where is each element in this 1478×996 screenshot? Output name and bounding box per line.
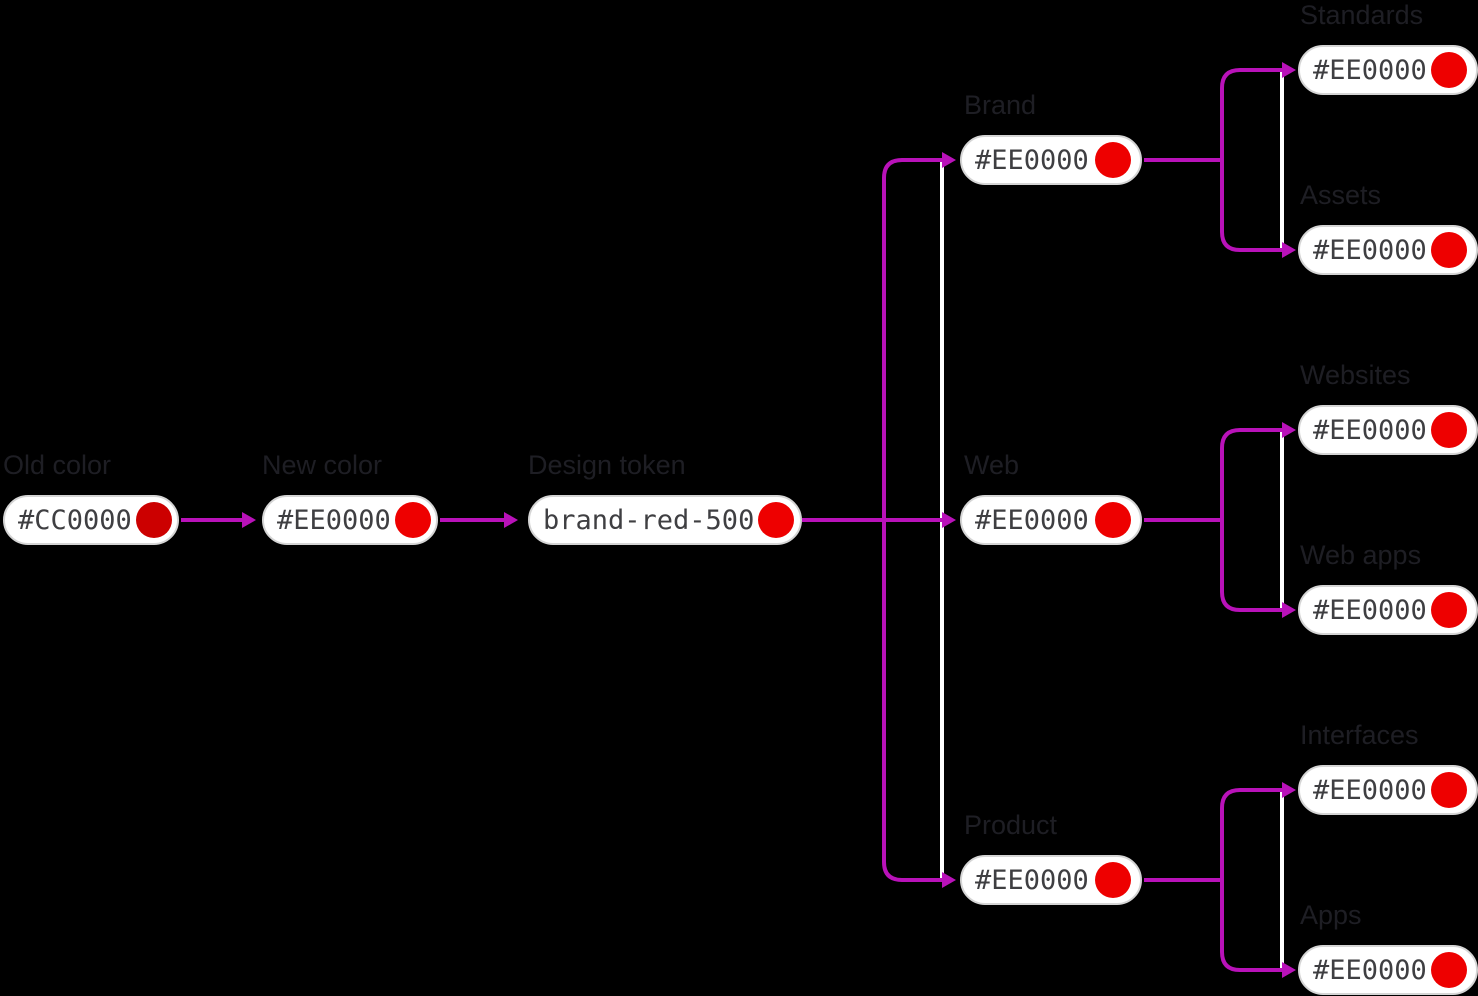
web-apps-color-value: #EE0000 — [1313, 594, 1427, 626]
web-color-value: #EE0000 — [975, 504, 1089, 536]
pill-design-token: brand-red-500 — [528, 495, 802, 545]
node-label-assets: Assets — [1300, 180, 1382, 210]
brand-color-value: #EE0000 — [975, 144, 1089, 176]
product-color-value: #EE0000 — [975, 864, 1089, 896]
design-token-value: brand-red-500 — [543, 504, 755, 536]
design-token-swatch-dot — [758, 502, 795, 538]
pill-apps: #EE0000 — [1298, 945, 1478, 995]
node-label-standards: Standards — [1300, 0, 1424, 30]
apps-color-value: #EE0000 — [1313, 954, 1427, 986]
interfaces-color-value: #EE0000 — [1313, 774, 1427, 806]
pill-assets: #EE0000 — [1298, 225, 1478, 275]
node-label-web-apps: Web apps — [1300, 540, 1422, 570]
websites-color-value: #EE0000 — [1313, 414, 1427, 446]
assets-color-value: #EE0000 — [1313, 234, 1427, 266]
node-label-interfaces: Interfaces — [1300, 720, 1419, 750]
node-label-brand: Brand — [964, 90, 1037, 120]
node-label-old-color: Old color — [3, 450, 112, 480]
node-label-product: Product — [964, 810, 1058, 840]
pill-interfaces: #EE0000 — [1298, 765, 1478, 815]
old-color-value: #CC0000 — [18, 504, 132, 536]
pill-new-color: #EE0000 — [262, 495, 438, 545]
web-swatch-dot — [1095, 502, 1131, 538]
interfaces-swatch-dot — [1431, 772, 1467, 808]
standards-color-value: #EE0000 — [1313, 54, 1427, 86]
standards-swatch-dot — [1431, 52, 1467, 88]
web-apps-swatch-dot — [1431, 592, 1467, 628]
pill-web: #EE0000 — [960, 495, 1142, 545]
node-label-apps: Apps — [1300, 900, 1362, 930]
brand-swatch-dot — [1095, 142, 1131, 178]
node-label-new-color: New color — [262, 450, 383, 480]
apps-swatch-dot — [1431, 952, 1467, 988]
pill-standards: #EE0000 — [1298, 45, 1478, 95]
node-label-design-token: Design token — [528, 450, 686, 480]
node-label-websites: Websites — [1300, 360, 1411, 390]
assets-swatch-dot — [1431, 232, 1467, 268]
pill-product: #EE0000 — [960, 855, 1142, 905]
old-color-swatch-dot — [135, 502, 172, 538]
product-swatch-dot — [1095, 862, 1131, 898]
new-color-value: #EE0000 — [277, 504, 391, 536]
flow-arrows — [181, 62, 1296, 978]
node-label-web: Web — [964, 450, 1020, 480]
new-color-swatch-dot — [394, 502, 431, 538]
pill-brand: #EE0000 — [960, 135, 1142, 185]
pill-websites: #EE0000 — [1298, 405, 1478, 455]
websites-swatch-dot — [1431, 412, 1467, 448]
pill-old-color: #CC0000 — [3, 495, 179, 545]
pill-web-apps: #EE0000 — [1298, 585, 1478, 635]
